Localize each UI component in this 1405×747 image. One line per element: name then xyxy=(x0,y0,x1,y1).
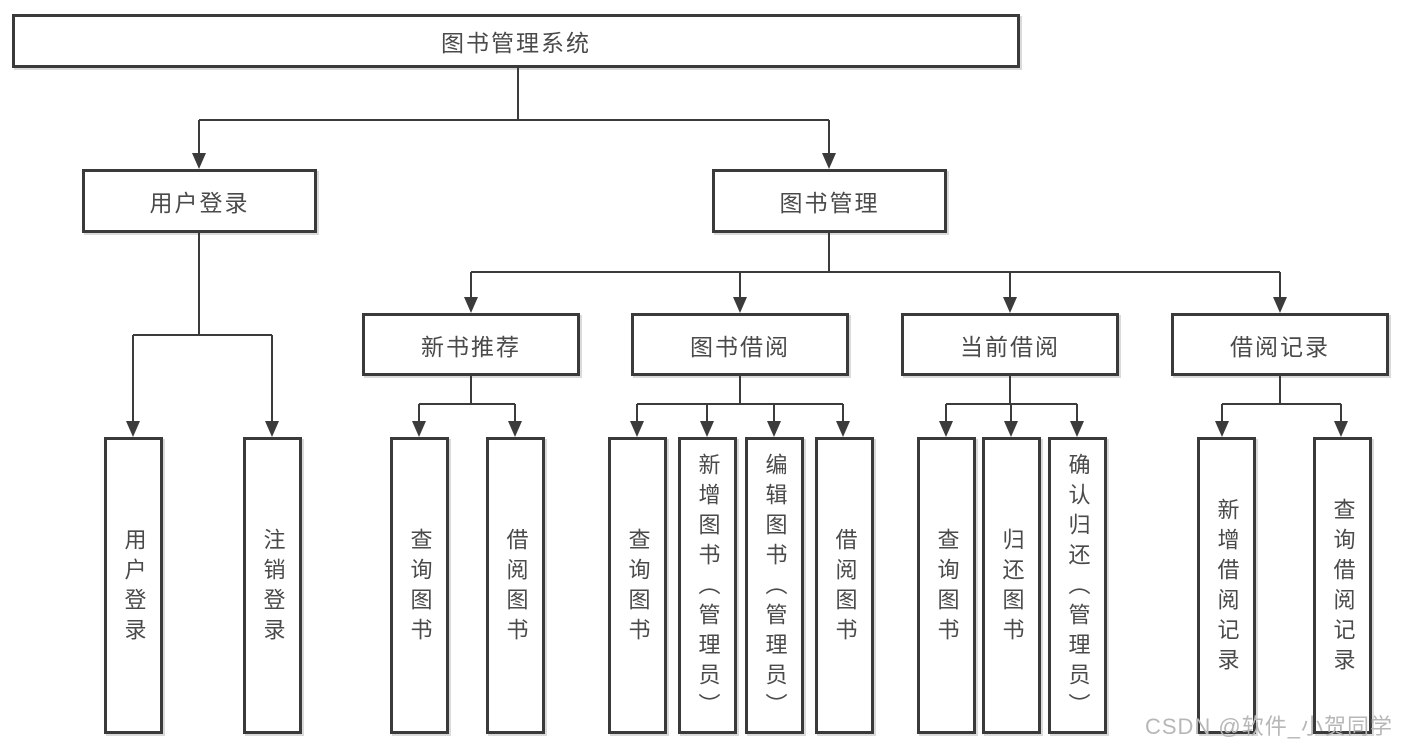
arrow-down-icon xyxy=(1334,404,1348,437)
arrow-down-icon xyxy=(265,335,279,437)
arrow-down-icon xyxy=(126,335,140,437)
arrow-down-icon xyxy=(1070,404,1084,437)
leaf-query-books-recommendation: 查询图书 xyxy=(390,437,449,734)
arrow-down-icon xyxy=(1004,404,1018,437)
arrow-down-icon xyxy=(1003,272,1017,313)
connector-line xyxy=(828,233,830,272)
leaf-query-borrow-record: 查询借阅记录 xyxy=(1313,437,1372,734)
connector-line xyxy=(470,376,472,404)
connector-line xyxy=(739,376,741,404)
arrow-down-icon xyxy=(192,120,206,169)
connector-line xyxy=(199,119,829,121)
node-new-book-recommendation: 新书推荐 xyxy=(362,313,580,376)
arrow-down-icon xyxy=(1273,272,1287,313)
leaf-add-borrow-record: 新增借阅记录 xyxy=(1197,437,1256,734)
leaf-return-books: 归还图书 xyxy=(982,437,1041,734)
node-book-management: 图书管理 xyxy=(712,169,947,233)
connector-line xyxy=(517,68,519,120)
leaf-add-books-admin: 新增图书（管理员） xyxy=(678,437,737,734)
leaf-query-books-current: 查询图书 xyxy=(917,437,976,734)
arrow-down-icon xyxy=(508,404,522,437)
leaf-confirm-return-admin: 确认归还（管理员） xyxy=(1048,437,1107,734)
arrow-down-icon xyxy=(767,404,781,437)
arrow-down-icon xyxy=(939,404,953,437)
arrow-down-icon xyxy=(733,272,747,313)
node-library-management-system: 图书管理系统 xyxy=(12,14,1020,68)
csdn-watermark: CSDN @软件_小贺同学 xyxy=(1144,714,1393,739)
connector-line xyxy=(1009,376,1011,404)
leaf-logout: 注销登录 xyxy=(243,437,302,734)
arrow-down-icon xyxy=(464,272,478,313)
leaf-user-login: 用户登录 xyxy=(104,437,163,734)
node-current-borrowing: 当前借阅 xyxy=(901,313,1119,376)
node-user-login: 用户登录 xyxy=(82,169,317,233)
leaf-borrow-books-borrowing: 借阅图书 xyxy=(815,437,874,734)
leaf-edit-books-admin: 编辑图书（管理员） xyxy=(745,437,804,734)
arrow-down-icon xyxy=(630,404,644,437)
connector-line xyxy=(1222,403,1341,405)
arrow-down-icon xyxy=(822,120,836,169)
arrow-down-icon xyxy=(700,404,714,437)
arrow-down-icon xyxy=(412,404,426,437)
node-book-borrowing: 图书借阅 xyxy=(631,313,849,376)
connector-line xyxy=(471,271,1280,273)
connector-line xyxy=(419,403,515,405)
connector-line xyxy=(133,334,272,336)
leaf-borrow-books-recommendation: 借阅图书 xyxy=(486,437,545,734)
leaf-query-books-borrowing: 查询图书 xyxy=(608,437,667,734)
arrow-down-icon xyxy=(836,404,850,437)
node-borrowing-records: 借阅记录 xyxy=(1171,313,1389,376)
connector-line xyxy=(637,403,843,405)
arrow-down-icon xyxy=(1215,404,1229,437)
connector-line xyxy=(1279,376,1281,404)
connector-line xyxy=(198,233,200,335)
